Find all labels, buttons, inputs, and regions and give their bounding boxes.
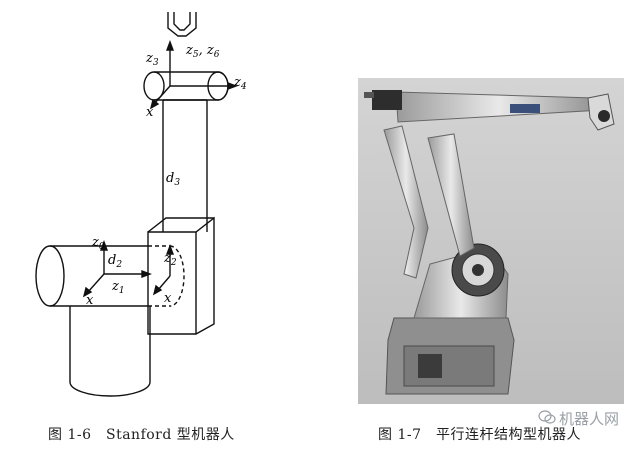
figure-caption-right: 图 1-7 平行连杆结构型机器人	[378, 427, 581, 443]
label-x-left: x	[86, 293, 94, 308]
label-x-top: x	[146, 105, 154, 120]
watermark-text: 机器人网	[559, 410, 620, 428]
wechat-icon	[538, 410, 556, 428]
parallel-link-robot-photo	[358, 78, 624, 404]
label-z1: z1	[111, 279, 125, 296]
label-z5-z6: z5, z6	[185, 43, 220, 60]
figure-caption-left: 图 1-6 Stanford 型机器人	[48, 427, 235, 443]
label-d2: d2	[108, 253, 122, 270]
label-z3: z3	[145, 51, 159, 68]
label-x-right: x	[164, 291, 172, 306]
stanford-robot-diagram: z3 z5, z6 z4 x d3 z0 d2 z2 z1 x x	[35, 12, 247, 397]
label-z0: z0	[91, 235, 105, 252]
label-d3: d3	[166, 171, 180, 188]
label-z2: z2	[163, 251, 177, 268]
label-z4: z4	[233, 75, 247, 92]
watermark: 机器人网	[538, 408, 619, 429]
gripper	[167, 12, 197, 37]
